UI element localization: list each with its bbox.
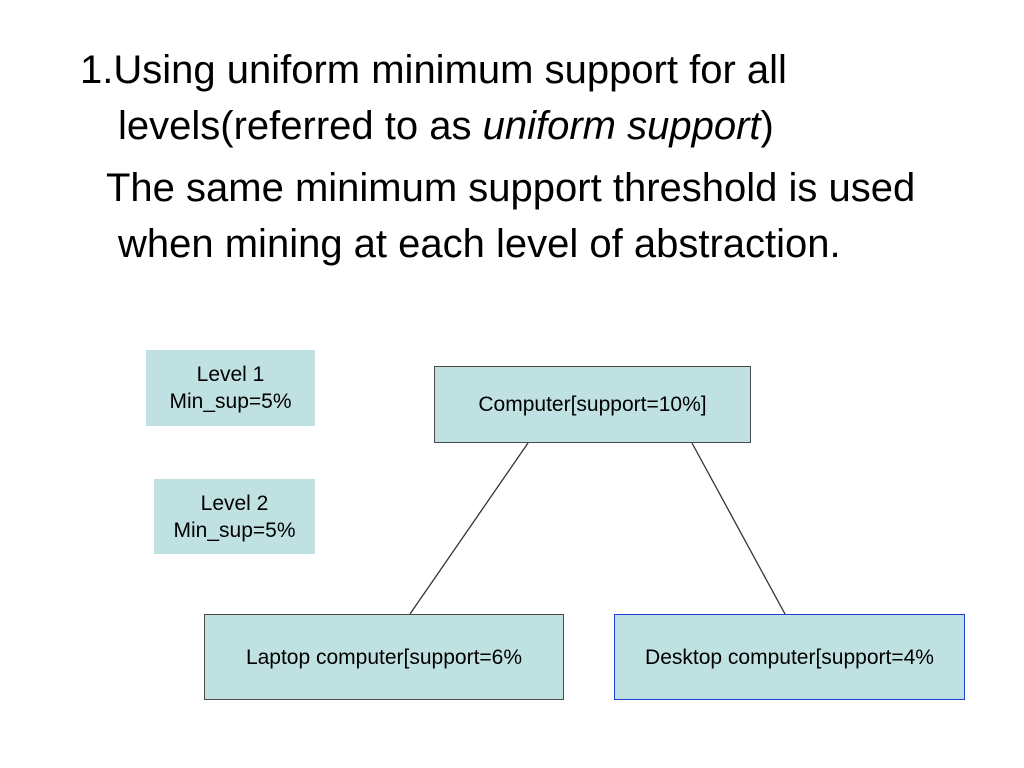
connector-root-to-laptop [409, 442, 529, 615]
desktop-computer-node-label: Desktop computer[support=4% [645, 645, 934, 669]
level-2-legend-box: Level 2 Min_sup=5% [154, 479, 315, 554]
uniform-support-heading: 1.Using uniform minimum support for all … [80, 42, 1018, 154]
uniform-support-description: The same minimum support threshold is us… [106, 166, 916, 266]
level-2-title: Level 2 [200, 491, 269, 515]
laptop-computer-node-label: Laptop computer[support=6% [245, 645, 523, 669]
level-1-title: Level 1 [196, 363, 265, 386]
level-1-legend-box: Level 1 Min_sup=5% [146, 350, 315, 426]
desktop-computer-node: Desktop computer[support=4% [614, 614, 965, 700]
heading-close-paren: ) [760, 104, 774, 148]
heading-text: 1.Using uniform minimum support for all … [80, 48, 787, 148]
computer-node-label: Computer[support=10%] [478, 393, 707, 416]
level-1-min-sup: Min_sup=5% [169, 390, 292, 413]
connector-root-to-desktop [691, 442, 786, 615]
heading-emphasis: uniform support [482, 104, 761, 148]
laptop-computer-node: Laptop computer[support=6% [204, 614, 564, 700]
level-2-min-sup: Min_sup=5% [173, 518, 296, 542]
computer-node: Computer[support=10%] [434, 366, 751, 443]
